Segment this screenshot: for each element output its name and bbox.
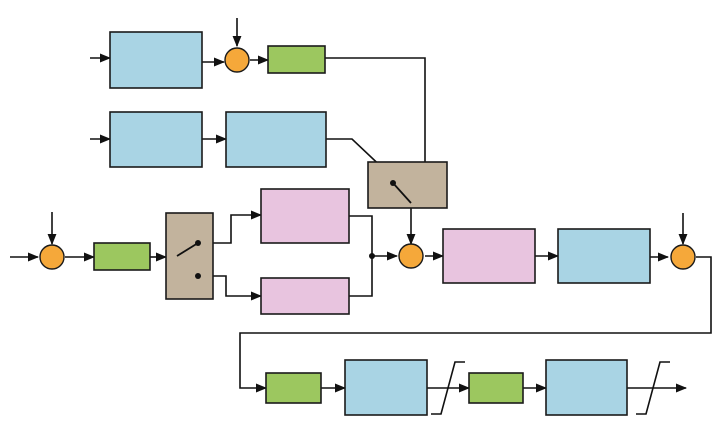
block-green-r4a — [265, 372, 322, 404]
block-blue-r2a — [109, 111, 203, 168]
branch-junction-dot — [369, 253, 375, 259]
block-green-r3 — [93, 242, 151, 271]
switch-2-contact-lower — [195, 273, 201, 279]
switch-1-internals — [390, 180, 412, 204]
switch-block-1 — [367, 161, 448, 209]
block-blue-r3 — [557, 228, 651, 284]
block-blue-r1 — [109, 31, 203, 89]
summing-junction-1 — [224, 47, 250, 73]
summing-junction-2 — [39, 244, 65, 270]
blocks — [93, 31, 651, 416]
block-pink-lower — [260, 277, 350, 315]
summing-junction-3 — [398, 243, 424, 269]
switch-1-blade — [392, 182, 412, 204]
block-pink-upper — [260, 188, 350, 244]
block-blue-r4a — [344, 359, 428, 416]
switch-block-2 — [165, 212, 214, 300]
block-green-r4b — [468, 372, 524, 404]
block-blue-r4b — [545, 359, 628, 416]
saturation-symbol-1 — [431, 361, 465, 415]
block-green-r1 — [267, 45, 326, 74]
switch-2-internals — [176, 240, 201, 279]
switch-1-pivot — [390, 180, 396, 186]
summing-junctions — [39, 47, 696, 270]
switch-2-blade — [176, 242, 199, 257]
block-blue-r2b — [225, 111, 327, 168]
saturation-symbol-2 — [636, 361, 670, 415]
summing-junction-4 — [670, 244, 696, 270]
block-pink-main — [442, 228, 536, 284]
switch-2-contact-upper — [195, 240, 201, 246]
